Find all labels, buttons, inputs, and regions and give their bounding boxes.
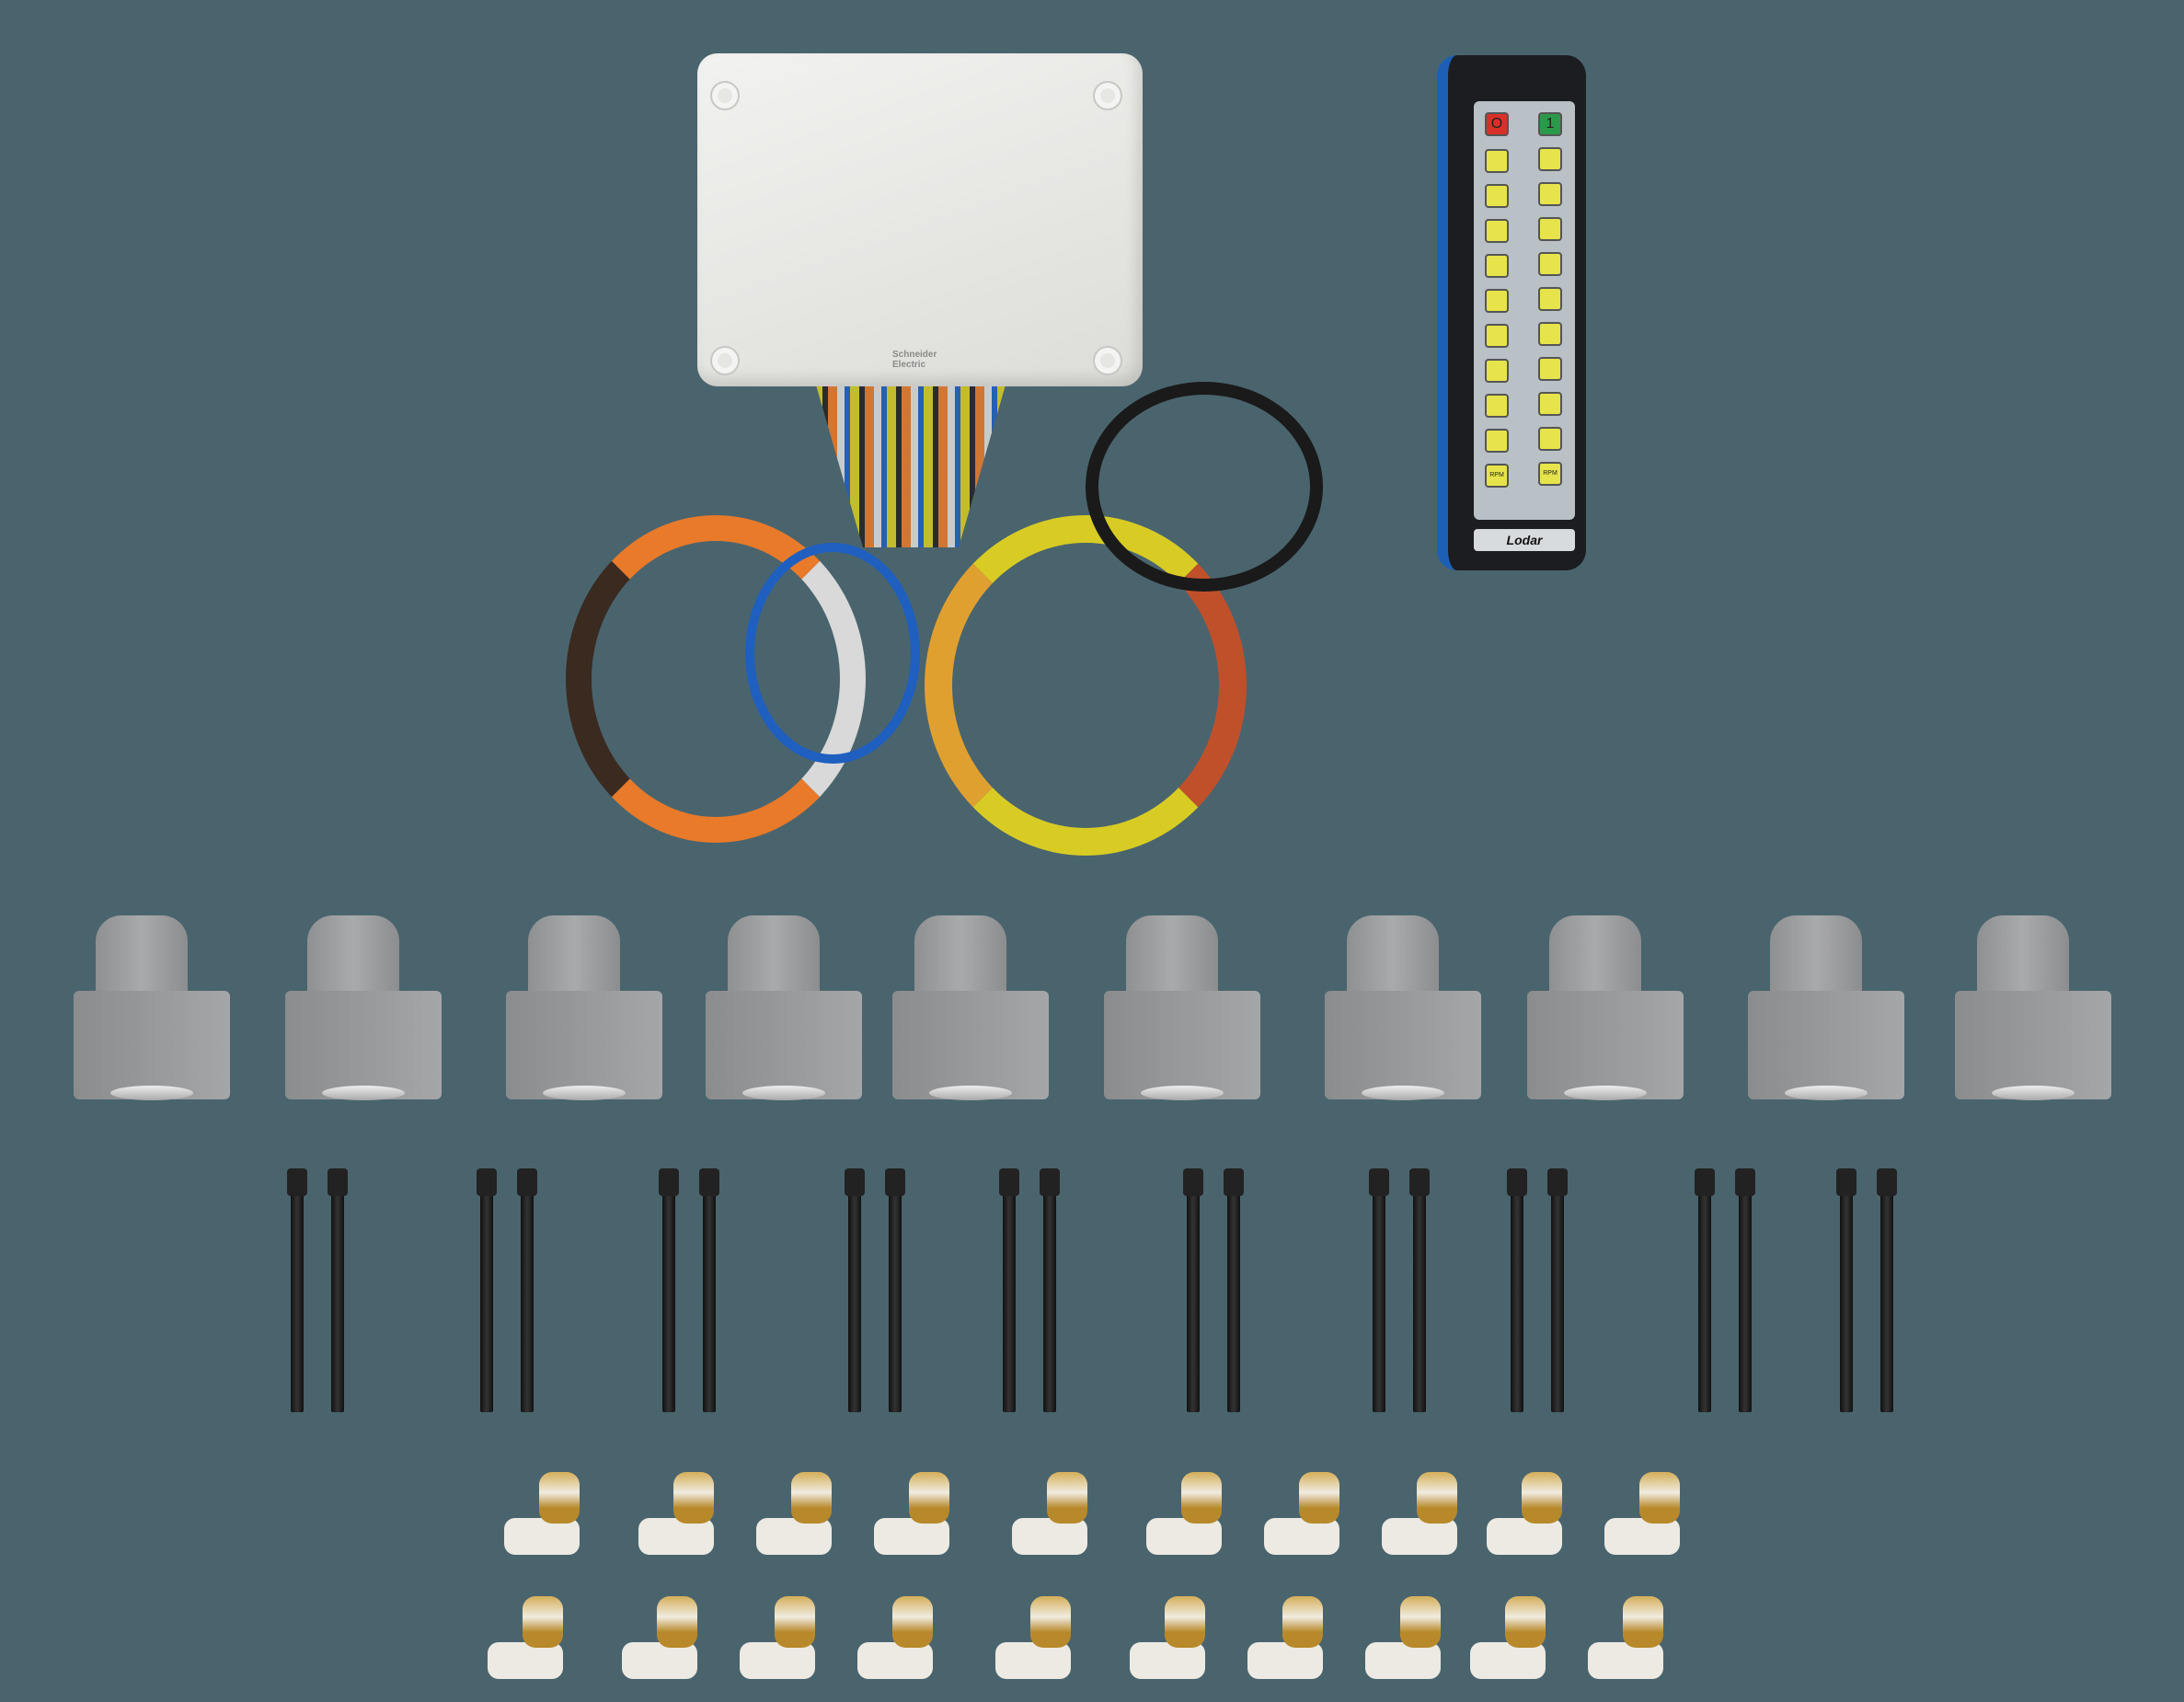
blue-wire-coil — [745, 543, 920, 764]
function-button — [1485, 429, 1509, 453]
function-button — [1538, 147, 1562, 171]
elbow-fitting — [488, 1596, 572, 1679]
function-button — [1485, 289, 1509, 313]
function-button — [1538, 322, 1562, 346]
valve-block — [1527, 915, 1684, 1109]
bolt — [1409, 1168, 1430, 1412]
elbow-fitting — [1588, 1596, 1672, 1679]
valve-block — [1955, 915, 2111, 1109]
function-button — [1538, 357, 1562, 381]
elbow-fitting — [504, 1472, 589, 1555]
bolt — [517, 1168, 537, 1412]
remote-brand-logo: Lodar — [1474, 529, 1575, 551]
bolt — [1224, 1168, 1244, 1412]
screw-icon — [1093, 346, 1122, 375]
bolt — [1507, 1168, 1527, 1412]
bolt — [1695, 1168, 1715, 1412]
control-box: Schneider Electric — [697, 53, 1143, 386]
elbow-fitting — [1012, 1472, 1097, 1555]
elbow-fitting — [1130, 1596, 1214, 1679]
valve-block — [74, 915, 230, 1109]
box-brand-label: Schneider Electric — [892, 350, 937, 370]
function-button — [1485, 394, 1509, 418]
bolt — [659, 1168, 679, 1412]
function-button — [1538, 392, 1562, 416]
elbow-fitting — [1382, 1472, 1466, 1555]
bolt — [287, 1168, 307, 1412]
elbow-fitting — [1365, 1596, 1450, 1679]
elbow-fitting — [740, 1596, 824, 1679]
bolt — [699, 1168, 719, 1412]
black-cable-coil — [1086, 382, 1323, 592]
function-button — [1485, 149, 1509, 173]
bolt — [1369, 1168, 1389, 1412]
elbow-fitting — [874, 1472, 959, 1555]
remote-control: O 1 RPM RPM Lodar — [1437, 55, 1586, 570]
function-button — [1538, 252, 1562, 276]
elbow-fitting — [1247, 1596, 1332, 1679]
valve-block — [506, 915, 662, 1109]
function-button — [1485, 184, 1509, 208]
function-button — [1485, 219, 1509, 243]
function-button — [1485, 324, 1509, 348]
valve-block — [892, 915, 1049, 1109]
elbow-fitting — [1264, 1472, 1349, 1555]
bolt — [1877, 1168, 1897, 1412]
valve-block — [1104, 915, 1260, 1109]
function-button — [1485, 359, 1509, 383]
elbow-fitting — [857, 1596, 942, 1679]
bolt — [1040, 1168, 1060, 1412]
bolt — [328, 1168, 348, 1412]
valve-block — [706, 915, 862, 1109]
power-off-button: O — [1485, 112, 1509, 136]
function-button — [1485, 254, 1509, 278]
rpm-down-button: RPM — [1485, 464, 1509, 488]
valve-block — [1325, 915, 1481, 1109]
bolt — [1547, 1168, 1568, 1412]
elbow-fitting — [1604, 1472, 1689, 1555]
screw-icon — [710, 346, 740, 375]
wire-bundle — [815, 382, 1006, 547]
rpm-up-button: RPM — [1538, 462, 1562, 486]
elbow-fitting — [1487, 1472, 1571, 1555]
elbow-fitting — [638, 1472, 723, 1555]
elbow-fitting — [622, 1596, 707, 1679]
bolt — [1183, 1168, 1203, 1412]
bolt — [845, 1168, 865, 1412]
elbow-fitting — [1146, 1472, 1231, 1555]
valve-block — [1748, 915, 1904, 1109]
elbow-fitting — [756, 1472, 841, 1555]
bolt — [885, 1168, 905, 1412]
remote-keypad: O 1 RPM RPM — [1474, 101, 1575, 520]
bolt — [477, 1168, 497, 1412]
function-button — [1538, 427, 1562, 451]
bolt — [999, 1168, 1019, 1412]
power-on-button: 1 — [1538, 112, 1562, 136]
function-button — [1538, 182, 1562, 206]
screw-icon — [710, 81, 740, 110]
bolt — [1836, 1168, 1856, 1412]
function-button — [1538, 287, 1562, 311]
bolt — [1735, 1168, 1755, 1412]
valve-block — [285, 915, 442, 1109]
function-button — [1538, 217, 1562, 241]
screw-icon — [1093, 81, 1122, 110]
elbow-fitting — [1470, 1596, 1555, 1679]
elbow-fitting — [995, 1596, 1080, 1679]
